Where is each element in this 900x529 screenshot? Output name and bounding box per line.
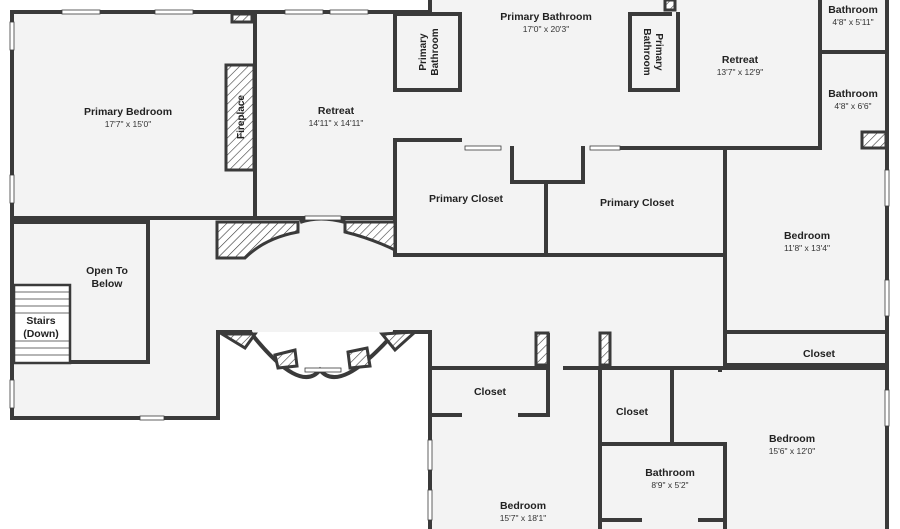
fireplace-shape — [224, 63, 256, 172]
room-name: (Down) — [23, 328, 59, 340]
room-dims: 8'9" x 5'2" — [651, 480, 688, 490]
room-name: Primary Bathroom — [500, 11, 592, 23]
fireplace-label: Fireplace — [236, 95, 247, 139]
room-dims: 15'7" x 18'1" — [500, 513, 547, 523]
room-name: Below — [92, 278, 124, 290]
room-name: Retreat — [722, 54, 759, 66]
room-name: Bathroom — [645, 467, 695, 479]
room-dims: 17'0" x 20'3" — [523, 24, 570, 34]
vert-line-2: Bathroom — [430, 28, 441, 75]
hatched-features — [215, 0, 888, 370]
room-name: Stairs — [26, 315, 55, 327]
room-dims: 13'7" x 12'9" — [717, 67, 764, 77]
room-name: Closet — [616, 406, 649, 418]
room-name: Primary Closet — [429, 193, 504, 205]
vert-line-2: Bathroom — [641, 28, 652, 75]
room-name: Closet — [803, 348, 836, 360]
room-dims: 14'11" x 14'11" — [309, 118, 364, 128]
room-name: Primary Bedroom — [84, 106, 172, 118]
room-name: Open To — [86, 265, 128, 277]
primary-bathroom-left-label: Primary Bathroom — [418, 28, 441, 75]
room-dims: 4'8" x 5'11" — [832, 17, 873, 27]
exterior-area — [0, 418, 430, 529]
room-labels: Primary Bedroom 17'7" x 15'0" Retreat 14… — [23, 4, 878, 523]
room-name: Closet — [474, 386, 507, 398]
room-name: Retreat — [318, 105, 355, 117]
room-dims: 15'6" x 12'0" — [769, 446, 816, 456]
room-name: Bathroom — [828, 88, 878, 100]
windows — [9, 9, 890, 521]
room-name: Bathroom — [828, 4, 878, 16]
room-dims: 11'8" x 13'4" — [784, 243, 830, 253]
vert-line-1: Primary — [418, 33, 429, 71]
stairs — [12, 283, 72, 365]
room-dims: 4'8" x 6'6" — [834, 101, 871, 111]
room-name: Bedroom — [500, 500, 546, 512]
primary-bathroom-right-label: Primary Bathroom — [641, 28, 664, 75]
room-name: Bedroom — [784, 230, 830, 242]
room-name: Bedroom — [769, 433, 815, 445]
room-dims: 17'7" x 15'0" — [105, 119, 152, 129]
vert-line-1: Primary — [653, 33, 664, 71]
room-name: Primary Closet — [600, 197, 675, 209]
